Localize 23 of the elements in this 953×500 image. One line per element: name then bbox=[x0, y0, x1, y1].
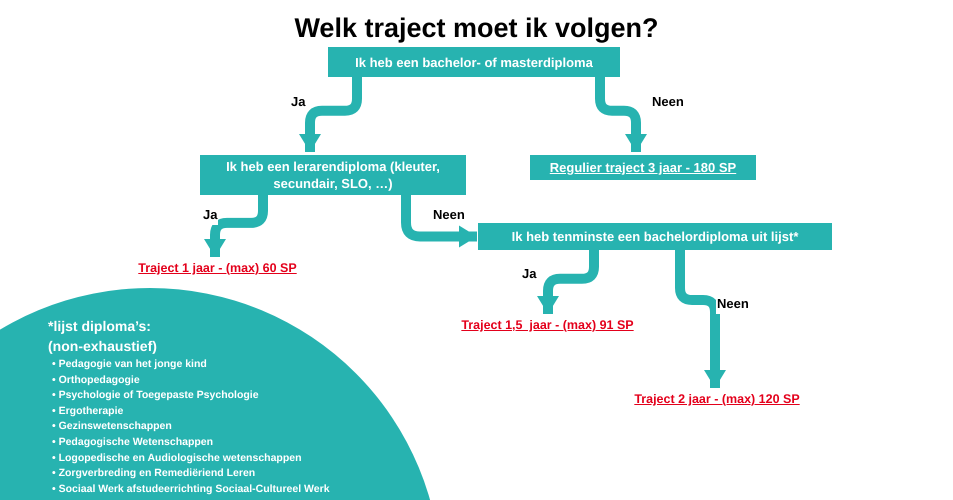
list-item: • Orthopedagogie bbox=[52, 372, 141, 388]
curved-arrow bbox=[675, 250, 726, 388]
list-item: • Pedagogische Wetenschappen bbox=[52, 434, 214, 450]
list-item: • Gezinswetenschappen bbox=[52, 419, 173, 434]
curved-arrow bbox=[537, 250, 599, 314]
curved-arrow bbox=[204, 195, 268, 257]
list-item: • Ergotherapie bbox=[52, 404, 124, 419]
list-item: • Psychologie of Toegepaste Psychologie bbox=[52, 388, 260, 404]
list-heading: (non-exhaustief) bbox=[48, 337, 158, 356]
list-item: • Logopedische en Audiologische wetenschappen bbox=[52, 450, 302, 466]
list-item: • Zorgverbreding en Remediëriend Leren bbox=[52, 466, 256, 482]
result-text: Traject 1,5 jaar - (max) 91 SP bbox=[440, 317, 655, 333]
list-heading: *lijst diploma’s: bbox=[48, 317, 152, 336]
result-text: Traject 1 jaar - (max) 60 SP bbox=[110, 260, 325, 276]
question-box: Ik heb een bachelor- of masterdiploma bbox=[328, 47, 620, 77]
result-box: Regulier traject 3 jaar - 180 SP bbox=[530, 155, 756, 180]
list-item: • Sociaal Werk afstudeerrichting Sociaal-Cultureel Werk bbox=[52, 482, 330, 497]
question-box: Ik heb een lerarendiploma (kleuter, secundair, SLO, …) bbox=[200, 155, 466, 195]
list-item: • Pedagogie van het jonge kind bbox=[52, 357, 208, 372]
question-box: Ik heb tenminste een bachelordiploma uit lijst* bbox=[478, 223, 832, 250]
title: Welk traject moet ik volgen? bbox=[293, 12, 660, 45]
curved-arrow bbox=[595, 77, 647, 152]
result-text: Traject 2 jaar - (max) 120 SP bbox=[612, 391, 822, 407]
